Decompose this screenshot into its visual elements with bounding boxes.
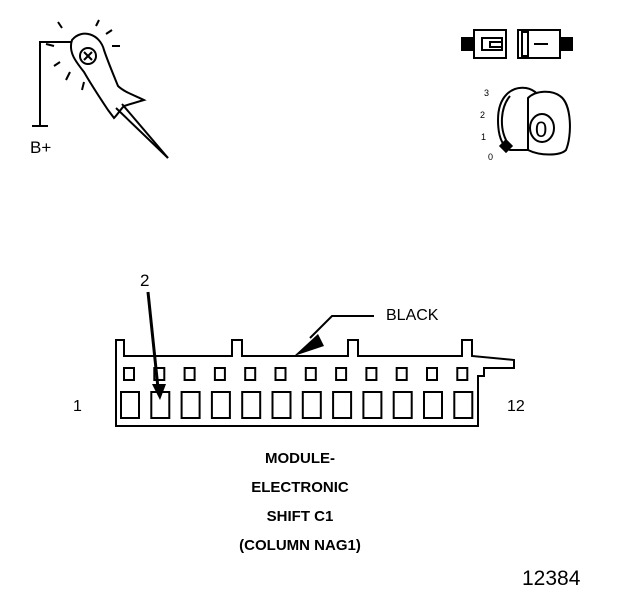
small-pin-cavity xyxy=(395,367,408,381)
callout-pin-number: 2 xyxy=(140,271,150,290)
pin-cavity xyxy=(180,391,201,419)
small-pin-cavity xyxy=(456,367,469,381)
pin-cavity xyxy=(210,391,231,419)
small-pin-cavity xyxy=(153,367,166,381)
small-pin-cavity xyxy=(274,367,287,381)
small-pin-cavity xyxy=(335,367,348,381)
small-pin-cavity xyxy=(304,367,317,381)
probe-label: B+ xyxy=(30,138,52,157)
pin-cavity xyxy=(362,391,383,419)
connector-title-line-4: (COLUMN NAG1) xyxy=(239,537,361,554)
ignition-position-2: 2 xyxy=(480,110,486,120)
test-light-probe-icon xyxy=(32,19,169,159)
small-pin-cavity xyxy=(244,367,257,381)
pin-cavity xyxy=(120,391,140,419)
ignition-position-1: 1 xyxy=(481,132,487,142)
connector-title-line-3: SHIFT C1 xyxy=(266,508,334,525)
pin-start-label: 1 xyxy=(73,398,82,415)
small-pin-cavity xyxy=(213,367,226,381)
connector-title-line-2: ELECTRONIC xyxy=(251,479,349,496)
pin-cavity xyxy=(392,391,413,419)
ignition-position-3: 3 xyxy=(484,88,490,98)
small-pin-cavity xyxy=(365,367,378,381)
small-pin-cavity xyxy=(123,367,135,381)
ignition-key-label: 0 xyxy=(535,117,548,142)
small-pin-cavity xyxy=(426,367,438,381)
connector-disconnect-icon xyxy=(461,29,573,59)
ignition-key-icon xyxy=(496,86,571,156)
pin-cavity xyxy=(301,391,322,419)
small-pin-cavity xyxy=(183,367,196,381)
small-pin-row xyxy=(123,367,469,381)
pin-cavity xyxy=(271,391,292,419)
pin-callout-arrow xyxy=(146,291,166,400)
pin-cavity xyxy=(423,391,443,419)
connector-color-label: BLACK xyxy=(386,307,439,324)
figure-number: 12384 xyxy=(522,567,581,590)
color-leader-arrow xyxy=(294,315,374,356)
ignition-position-0: 0 xyxy=(488,152,494,162)
pin-cavity xyxy=(241,391,262,419)
pin-end-label: 12 xyxy=(507,398,525,415)
large-pin-row xyxy=(120,391,474,419)
pin-cavity xyxy=(332,391,353,419)
pin-cavity xyxy=(453,391,474,419)
connector-title-line-1: MODULE- xyxy=(265,450,335,467)
